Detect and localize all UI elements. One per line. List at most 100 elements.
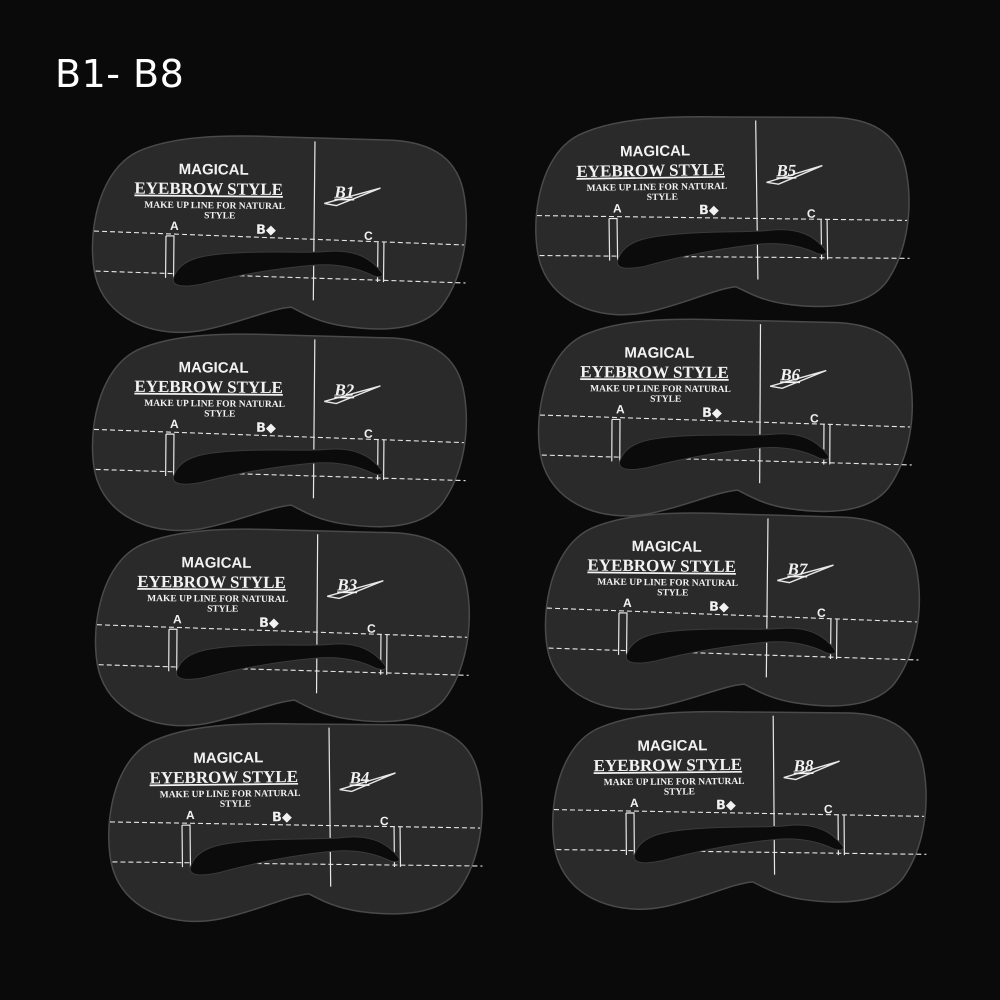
brand-text: MAGICAL [181,554,251,571]
guide-line-bottom [98,664,469,676]
tagline-text-2: STYLE [204,409,235,419]
stencil-body [108,722,483,923]
stencil-body [537,318,913,517]
divider-line [312,141,316,301]
tagline-text-2: STYLE [650,395,681,405]
stencil-body [544,512,921,711]
stencil-body [94,528,470,727]
tagline-text-2: STYLE [207,604,238,614]
mark-a-label: A [170,417,179,431]
mark-b-label: B◆ [716,798,736,813]
mark-b-label: B◆ [256,223,276,238]
eyebrow-cutout [172,448,384,485]
mark-b-label: B◆ [259,616,279,631]
mark-a-label: A [616,402,625,416]
stencil-code: B6 [779,365,800,384]
mark-a-bracket [625,812,635,855]
divider-line [328,727,332,887]
mark-c-label: C [810,411,819,425]
divider-line [759,324,762,484]
swoosh-icon [766,164,823,185]
swoosh-icon [339,772,396,793]
guide-line-top [109,821,481,829]
guide-line-top [547,607,917,623]
eyebrow-cutout [625,627,836,664]
tagline-text: MAKE UP LINE FOR NATURAL [604,777,745,788]
style-text: EYEBROW STYLE [149,767,298,788]
eyebrow-cutout [189,836,400,876]
divider-line [765,518,769,678]
swoosh-icon [324,385,381,405]
swoosh-icon [769,369,827,390]
tagline-text-2: STYLE [220,799,251,809]
eyebrow-cutout [619,433,830,470]
tagline-text: MAKE UP LINE FOR NATURAL [147,594,288,605]
stencil-code: B1 [333,183,354,202]
swoosh-icon [777,564,834,584]
guide-line-bottom [548,647,919,661]
mark-c-label: C [824,802,833,816]
stencil-body [551,710,927,910]
mark-c-label: C [380,814,389,828]
mark-a-label: A [186,808,195,822]
divider-line [312,339,316,499]
divider-line [772,715,776,875]
swoosh-icon [324,187,381,207]
stencil-code: B8 [793,756,815,775]
mark-c-label: C [817,606,826,620]
mark-a-bracket [611,418,621,462]
swoosh-icon [327,580,384,600]
brand-text: MAGICAL [620,142,690,160]
tagline-text-2: STYLE [647,193,678,203]
divider-line [315,534,319,694]
mark-a-label: A [173,612,182,626]
tagline-text: MAKE UP LINE FOR NATURAL [144,201,285,212]
mark-a-bracket [608,217,619,261]
tagline-text: MAKE UP LINE FOR NATURAL [160,789,301,800]
tagline-text: MAKE UP LINE FOR NATURAL [144,399,285,410]
mark-a-bracket [181,824,192,868]
brand-text: MAGICAL [624,344,694,361]
mark-a-bracket [164,235,175,278]
style-text: EYEBROW STYLE [580,362,729,382]
mark-b-label: B◆ [709,600,729,615]
mark-c-label: C [364,229,373,243]
guide-line-bottom [541,454,912,466]
guide-line-bottom [539,254,910,259]
stencil-body [91,333,467,532]
page-title: B1- B8 [55,52,185,96]
stencil-code: B7 [786,560,809,579]
tagline-text: MAKE UP LINE FOR NATURAL [590,384,731,395]
mark-a-bracket [617,612,628,655]
tagline-text: MAKE UP LINE FOR NATURAL [597,578,738,589]
stencil-code: B2 [333,380,355,399]
eyebrow-cutout [633,824,844,864]
mark-c-label: C [807,207,816,221]
style-text: EYEBROW STYLE [576,160,725,181]
mark-c-label: C [364,427,373,441]
eyebrow-cutout [175,643,387,680]
mark-b-label: B◆ [272,810,292,825]
mark-b-label: B◆ [699,203,719,218]
guide-line-top [539,414,910,428]
mark-a-label: A [613,201,622,215]
guide-line-top [94,428,464,444]
stencil-code: B3 [336,575,357,594]
mark-b-label: B◆ [256,421,276,436]
guide-line-bottom [112,861,483,867]
guide-line-bottom [95,270,466,284]
guide-line-top [94,230,464,246]
stencil-body [91,135,468,334]
divider-line [755,120,759,280]
brand-text: MAGICAL [193,749,263,767]
eyebrow-cutout [172,250,383,287]
